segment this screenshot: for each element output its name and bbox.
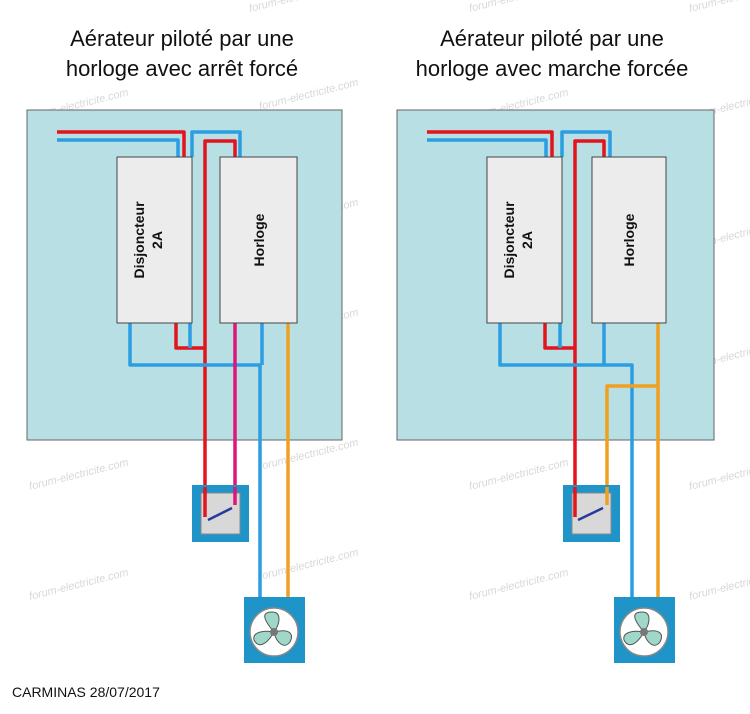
switch-icon: [192, 485, 249, 542]
watermark-text: forum-electricite.com: [28, 567, 130, 603]
fan-icon: [614, 597, 675, 663]
title-right-line1: Aérateur piloté par une: [440, 26, 664, 51]
breaker-module-right: [486, 156, 563, 324]
wire-neutral-bottom-right: [498, 323, 634, 605]
breaker-label-left: Disjoncteur: [131, 201, 147, 279]
watermark-text: forum-electricite.com: [688, 457, 750, 493]
watermark-text: forum-electricite.com: [28, 457, 130, 493]
clock-module-right: [591, 156, 667, 324]
watermark-text: forum-electricite.com: [468, 0, 570, 15]
breaker-rating-right: 2A: [519, 231, 535, 249]
author-date: CARMINAS 28/07/2017: [12, 684, 160, 700]
fan-icon: [244, 597, 305, 663]
wire-neutral-in-left: [57, 138, 180, 157]
switch-icon: [563, 485, 620, 542]
wire-phase-bottom-right: [543, 323, 575, 350]
watermark-text: forum-electricite.com: [468, 567, 570, 603]
wire-phase-top-left: [203, 139, 237, 490]
title-left-line1: Aérateur piloté par une: [70, 26, 294, 51]
title-left: Aérateur piloté par une horloge avec arr…: [2, 24, 362, 84]
title-right-line2: horloge avec marche forcée: [415, 56, 689, 81]
wire-clock-branch-right: [605, 384, 658, 495]
wire-neutral-top-left: [190, 130, 242, 157]
title-left-line2: horloge avec arrêt forcé: [65, 56, 299, 81]
watermark-text: forum-electricite.com: [688, 567, 750, 603]
clock-label-right: Horloge: [621, 213, 637, 266]
breaker-rating-left: 2A: [149, 231, 165, 249]
watermark-text: forum-electricite.com: [258, 547, 360, 583]
wire-phase-in-left: [57, 130, 186, 157]
wire-neutral-in-right: [427, 138, 548, 157]
breaker-module-left: [116, 156, 193, 324]
watermark-text: forum-electricite.com: [468, 457, 570, 493]
diagram-left: Disjoncteur 2A Horloge: [26, 109, 343, 663]
wire-neutral-bottom-left: [128, 323, 262, 605]
wire-phase-bottom-left: [174, 323, 205, 350]
watermark-text: forum-electricite.com: [248, 0, 350, 15]
wire-phase-in-right: [427, 130, 554, 157]
clock-label-left: Horloge: [251, 213, 267, 266]
clock-module-left: [219, 156, 298, 324]
breaker-label-right: Disjoncteur: [501, 201, 517, 279]
wire-neutral-top-right: [560, 130, 612, 157]
diagram-right: Disjoncteur 2A Horloge: [396, 109, 715, 663]
watermark-text: forum-electricite.com: [258, 437, 360, 473]
title-right: Aérateur piloté par une horloge avec mar…: [372, 24, 732, 84]
wire-phase-top-right: [573, 139, 606, 505]
watermark-text: forum-electricite.com: [688, 0, 750, 15]
